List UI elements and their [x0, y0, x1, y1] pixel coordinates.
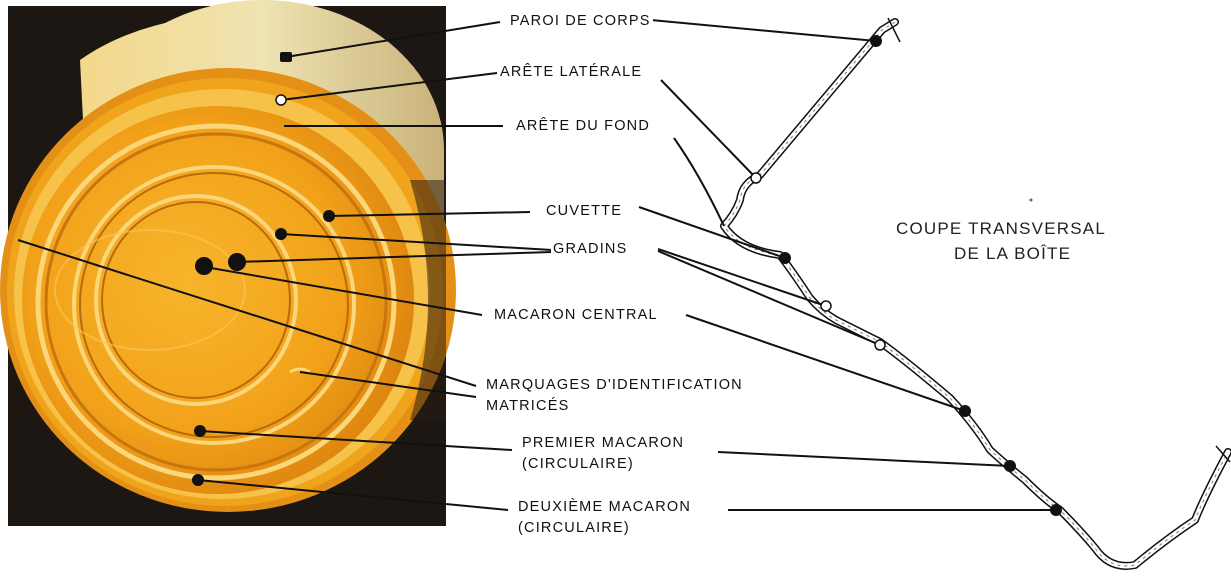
marker-gradins-2 — [228, 253, 246, 271]
profile-marker-cuvette — [779, 252, 791, 264]
label-arete-fond: ARÊTE DU FOND — [514, 118, 652, 134]
label-macaron-central: MACARON CENTRAL — [492, 307, 660, 323]
profile-leader-arete-laterale — [661, 80, 756, 178]
cross-section-profile — [724, 18, 1230, 566]
label-premier-line1: PREMIER MACARON — [520, 435, 686, 451]
can-photo — [0, 0, 456, 526]
profile-leader-gradins-2 — [658, 251, 880, 345]
profile-marker-arete-laterale — [751, 173, 761, 183]
marker-macaron-central — [195, 257, 213, 275]
label-premier-line2: (CIRCULAIRE) — [520, 456, 636, 472]
profile-leader-premier — [718, 452, 1010, 466]
marker-arete-laterale — [276, 95, 286, 105]
label-marquages-line2: MATRICÉS — [484, 398, 571, 414]
profile-marker-gradins-2 — [875, 340, 885, 350]
marker-premier — [194, 425, 206, 437]
profile-marker-premier — [1004, 460, 1016, 472]
profile-leader-lines — [639, 20, 1056, 510]
profile-leader-paroi — [651, 20, 876, 41]
label-deuxieme-line2: (CIRCULAIRE) — [516, 520, 632, 536]
profile-leader-arete-fond — [674, 138, 724, 226]
label-arete-laterale: ARÊTE LATÉRALE — [498, 64, 644, 80]
label-cuvette: CUVETTE — [544, 203, 624, 219]
label-gradins: GRADINS — [551, 241, 629, 257]
profile-leader-macaron-central — [686, 315, 965, 411]
section-title-line2: DE LA BOÎTE — [954, 243, 1071, 265]
label-marquages-line1: MARQUAGES D'IDENTIFICATION — [484, 377, 745, 393]
section-title-line1: COUPE TRANSVERSAL — [896, 218, 1106, 240]
marker-deuxieme — [192, 474, 204, 486]
label-deuxieme-line1: DEUXIÈME MACARON — [516, 499, 693, 515]
label-paroi: PAROI DE CORPS — [508, 13, 653, 29]
profile-marker-gradins-1 — [821, 301, 831, 311]
profile-marker-deuxieme — [1050, 504, 1062, 516]
marker-cuvette — [323, 210, 335, 222]
marker-paroi — [280, 52, 292, 62]
marker-gradins-1 — [275, 228, 287, 240]
profile-marker-paroi — [870, 35, 882, 47]
profile-marker-macaron-central — [959, 405, 971, 417]
